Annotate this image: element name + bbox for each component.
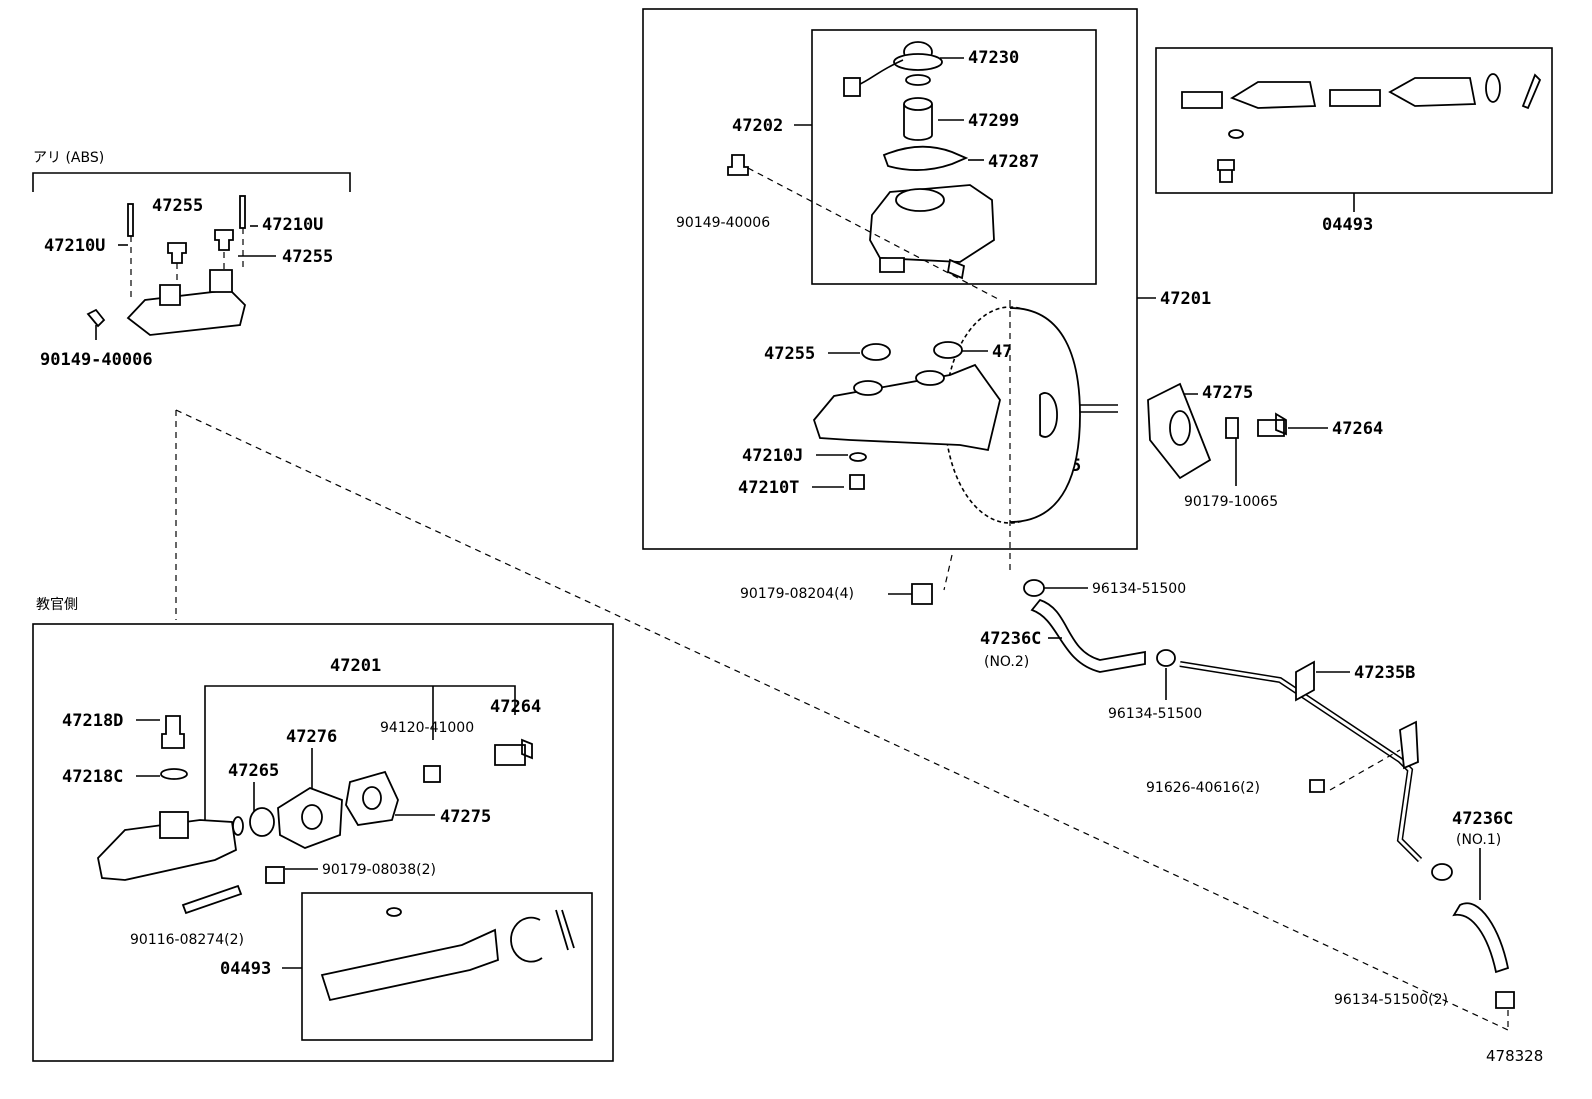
abs-section: アリ (ABS) 47255 47210U 47210U 47255 90149… (32, 150, 351, 370)
gasket-47287 (882, 145, 969, 171)
inst-master-cylinder (97, 819, 237, 881)
master-cylinder (812, 363, 1001, 452)
inst-nut-94120 (423, 765, 441, 783)
label-47210t: 47210T (738, 478, 799, 498)
nut-90179 (1225, 417, 1239, 439)
inst-label-47218d: 47218D (62, 711, 123, 731)
abs-label-47255-a: 47255 (152, 196, 203, 216)
label-96134-a: 96134-51500 (1092, 581, 1186, 597)
inst-ring (232, 816, 244, 836)
plug-47210t (849, 474, 865, 490)
instructor-title: 教官側 (36, 597, 78, 613)
abs-label-90149: 90149-40006 (40, 350, 153, 370)
inst-label-04493: 04493 (220, 959, 271, 979)
inst-grommet (160, 768, 188, 780)
grommet-left (861, 343, 891, 361)
inst-label-47275: 47275 (440, 807, 491, 827)
bleeder-90149 (727, 154, 749, 176)
inst-reservoir-fitting (161, 715, 185, 749)
label-96134-b: 96134-51500 (1108, 706, 1202, 722)
inst-bolt-90179 (265, 866, 285, 884)
label-47210j: 47210J (742, 446, 803, 466)
kit-box-04493 (1155, 47, 1553, 194)
inst-snap-ring (510, 916, 543, 963)
abs-title: アリ (ABS) (33, 150, 104, 166)
label-47264-main: 47264 (1332, 419, 1383, 439)
abs-pin-right (239, 195, 246, 229)
label-47275-main: 47275 (1202, 383, 1253, 403)
inst-label-47201: 47201 (330, 656, 381, 676)
abs-label-47255-b: 47255 (282, 247, 333, 267)
inst-label-47264: 47264 (490, 697, 541, 717)
label-no2: (NO.2) (984, 654, 1029, 670)
label-90179-10065: 90179-10065 (1184, 494, 1278, 510)
inst-label-47276: 47276 (286, 727, 337, 747)
clip-d (1495, 991, 1515, 1009)
clip-c (1431, 863, 1453, 881)
inst-stud-90116 (181, 884, 243, 915)
inst-seal-47265 (249, 807, 275, 837)
kit-spring-a (1181, 91, 1223, 109)
gasket-47210j (849, 452, 867, 462)
label-47235b: 47235B (1354, 663, 1415, 683)
hose-47236c-no2 (1030, 598, 1146, 673)
label-47236c-1: 47236C (1452, 809, 1513, 829)
strainer-47299 (903, 104, 933, 141)
main-box (642, 8, 1138, 550)
instructor-section: 教官側 47201 47218D 47218C 47276 47265 9412… (32, 597, 614, 1062)
abs-bleeder-plug (86, 308, 106, 328)
inst-label-90116: 90116-08274(2) (130, 932, 244, 948)
clevis-47264 (1257, 412, 1287, 437)
abs-pin-left (127, 203, 134, 237)
inst-clevis-47264 (494, 738, 533, 766)
clip-b (1156, 649, 1176, 667)
figure-number: 478328 (1486, 1047, 1543, 1065)
abs-cap-right (214, 229, 234, 251)
label-90149: 90149-40006 (676, 215, 770, 231)
inst-label-47265: 47265 (228, 761, 279, 781)
inst-label-47218c: 47218C (62, 767, 123, 787)
inst-kit-piston (320, 928, 499, 1002)
label-96134-c: 96134-51500(2) (1334, 992, 1448, 1008)
seal-47265 (1039, 392, 1058, 438)
reservoir-box (811, 29, 1097, 285)
label-47255-left: 47255 (764, 344, 815, 364)
label-no1: (NO.1) (1456, 832, 1501, 848)
label-91626: 91626-40616(2) (1146, 780, 1260, 796)
inst-label-90179-08038: 90179-08038(2) (322, 862, 436, 878)
kit-spring-b (1329, 89, 1381, 107)
grommet-right (933, 341, 963, 359)
level-sensor-plug (843, 77, 861, 97)
label-47287: 47287 (988, 152, 1039, 172)
nut-90179-08204 (911, 583, 933, 605)
abs-label-47210u-b: 47210U (262, 215, 323, 235)
label-04493-main: 04493 (1322, 215, 1373, 235)
abs-label-47210u-a: 47210U (44, 236, 105, 256)
label-47236c-2: 47236C (980, 629, 1041, 649)
clip-a (1023, 579, 1045, 597)
label-90179-08204: 90179-08204(4) (740, 586, 854, 602)
hose-47236c-no1 (1452, 902, 1510, 974)
label-47299: 47299 (968, 111, 1019, 131)
main-section: 47230 47299 47287 47202 90149-40006 4720… (642, 8, 1553, 1009)
abs-master-cylinder (126, 289, 246, 336)
bolt-91626 (1309, 779, 1325, 793)
inst-label-94120: 94120-41000 (380, 720, 474, 736)
label-47230: 47230 (968, 48, 1019, 68)
label-47201: 47201 (1160, 289, 1211, 309)
abs-cap-left (167, 242, 187, 264)
label-47202: 47202 (732, 116, 783, 136)
